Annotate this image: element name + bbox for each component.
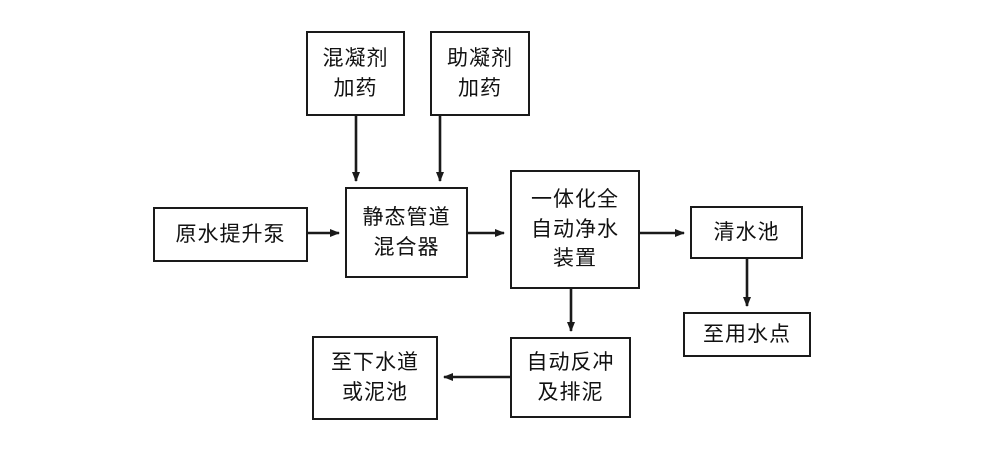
- node-label-line: 原水提升泵: [175, 221, 286, 246]
- node-label-line: 装置: [553, 246, 597, 271]
- node-label-line: 自动净水: [531, 216, 619, 241]
- node-integrated-auto-water-purification-unit[interactable]: 一体化全自动净水装置: [510, 170, 640, 289]
- node-label-line: 至下水道: [331, 350, 419, 375]
- node-coagulant-dosing[interactable]: 混凝剂加药: [306, 31, 405, 116]
- node-label-line: 一体化全: [531, 186, 619, 211]
- node-label-line: 自动反冲: [526, 349, 615, 374]
- node-label-line: 静态管道: [362, 204, 451, 229]
- node-raw-water-lift-pump[interactable]: 原水提升泵: [153, 207, 308, 262]
- node-label-line: 及排泥: [537, 379, 604, 404]
- node-to-water-use-point[interactable]: 至用水点: [683, 312, 811, 357]
- node-label-line: 至用水点: [703, 321, 791, 346]
- node-flocculant-dosing[interactable]: 助凝剂加药: [430, 31, 530, 116]
- node-clear-water-tank[interactable]: 清水池: [690, 206, 803, 259]
- node-label-line: 加药: [333, 75, 378, 100]
- node-label-line: 助凝剂: [447, 45, 513, 70]
- node-static-pipeline-mixer[interactable]: 静态管道混合器: [345, 187, 468, 278]
- node-label-line: 混凝剂: [322, 45, 389, 70]
- node-label-line: 混合器: [373, 234, 440, 259]
- node-label-line: 清水池: [713, 219, 780, 244]
- node-label-line: 加药: [458, 75, 502, 100]
- node-auto-backwash-and-sludge-discharge[interactable]: 自动反冲及排泥: [510, 337, 631, 418]
- node-label-line: 或泥池: [342, 380, 408, 404]
- node-to-sewer-or-sludge-pond[interactable]: 至下水道或泥池: [312, 336, 438, 420]
